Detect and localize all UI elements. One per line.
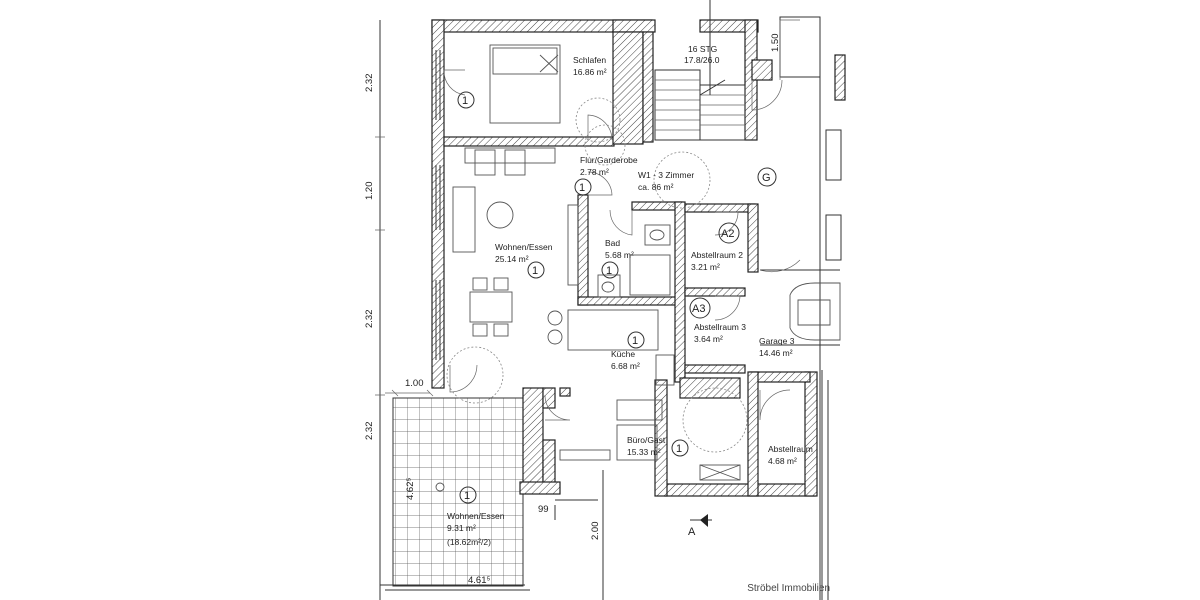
stair-ratio: 17.8/26.0 — [684, 55, 720, 65]
dim-150: 1.50 — [770, 34, 781, 53]
dim-232-bottom: 2.32 — [364, 422, 375, 441]
symbol-schlafen: 1 — [462, 95, 468, 107]
room-area-wohnen: 25.14 m² — [495, 254, 529, 264]
room-name-wohnen: Wohnen/Essen — [495, 242, 553, 252]
dim-100: 1.00 — [405, 378, 424, 389]
room-area-bad: 5.68 m² — [605, 250, 634, 260]
dim-200: 2.00 — [590, 522, 601, 541]
room-area-garage: 14.46 m² — [759, 348, 793, 358]
room-area-abstellraum: 4.68 m² — [768, 456, 797, 466]
symbol-g: G — [762, 172, 771, 184]
room-name-flur: Flur/Garderobe — [580, 155, 638, 165]
room-name-abstellraum-2: Abstellraum 2 — [691, 250, 743, 260]
room-name-bad: Bad — [605, 238, 620, 248]
room-name-buero: Büro/Gast — [627, 435, 666, 445]
room-area-abstellraum-2: 3.21 m² — [691, 262, 720, 272]
symbol-buero: 1 — [676, 443, 682, 455]
dim-120: 1.20 — [364, 182, 375, 201]
room-area-terrasse-extra: (18.62m²/2) — [447, 537, 491, 547]
symbol-terrasse: 1 — [464, 490, 470, 502]
symbol-wohnen: 1 — [532, 265, 538, 277]
dim-99: 99 — [538, 504, 549, 515]
room-labels: Schlafen 16.86 m² Flur/Garderobe 2.78 m²… — [447, 44, 813, 547]
terrace-tiles — [392, 397, 524, 587]
dim-232-top: 2.32 — [364, 74, 375, 93]
furniture — [435, 44, 741, 492]
symbol-a3: A3 — [692, 303, 705, 315]
room-name-schlafen: Schlafen — [573, 55, 606, 65]
section-marker-a: A — [688, 526, 696, 538]
watermark: Ströbel Immobilien — [747, 583, 830, 594]
symbol-bad: 1 — [606, 265, 612, 277]
room-area-flur: 2.78 m² — [580, 167, 609, 177]
dim-461: 4.61⁵ — [468, 575, 490, 586]
dim-232-middle: 2.32 — [364, 310, 375, 329]
room-symbols: 1 1 G 1 1 A2 A3 1 1 1 A — [457, 91, 777, 538]
interior-walls — [443, 31, 773, 497]
room-name-abstellraum: Abstellraum — [768, 444, 813, 454]
room-area-terrasse: 9.31 m² — [447, 523, 476, 533]
door-swings — [443, 69, 801, 453]
symbol-a2: A2 — [721, 228, 734, 240]
stair-steps: 16 STG — [688, 44, 717, 54]
room-area-abstellraum-3: 3.64 m² — [694, 334, 723, 344]
room-area-schlafen: 16.86 m² — [573, 67, 607, 77]
drawing-lines — [375, 0, 842, 600]
symbol-kueche: 1 — [632, 335, 638, 347]
room-name-abstellraum-3: Abstellraum 3 — [694, 322, 746, 332]
symbol-flur: 1 — [579, 182, 585, 194]
room-name-garage: Garage 3 — [759, 336, 795, 346]
dimensions: 2.32 1.20 2.32 2.32 1.00 1.50 4.62⁵ 99 2… — [364, 34, 781, 587]
room-area-kueche: 6.68 m² — [611, 361, 640, 371]
dim-462: 4.62⁵ — [405, 478, 416, 500]
exterior-walls — [431, 19, 846, 497]
apartment-area: ca. 86 m² — [638, 182, 674, 192]
room-area-buero: 15.33 m² — [627, 447, 661, 457]
room-name-kueche: Küche — [611, 349, 635, 359]
room-name-terrasse: Wohnen/Essen — [447, 511, 505, 521]
apartment-name: W1 - 3 Zimmer — [638, 170, 694, 180]
